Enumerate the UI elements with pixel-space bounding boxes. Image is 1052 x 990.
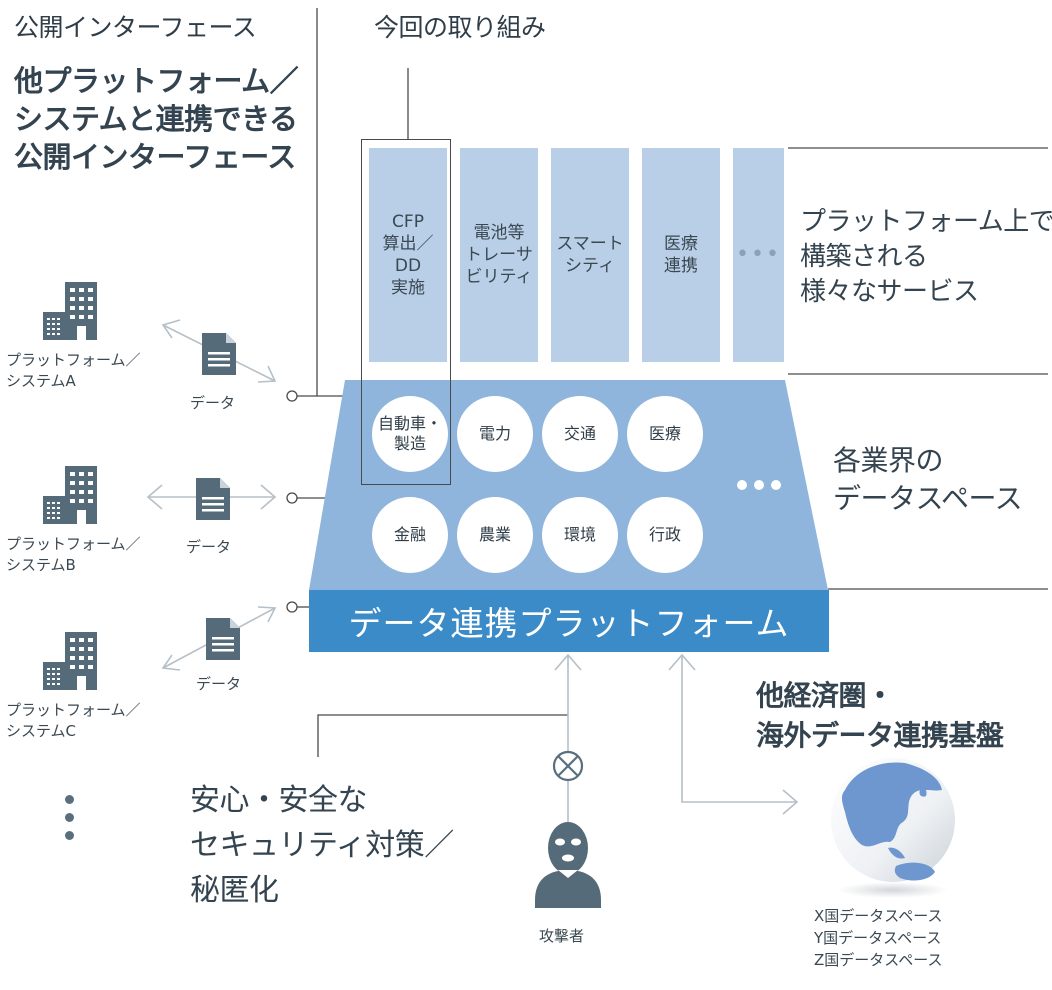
industry-power: 電力 [457,396,533,472]
industry-more-dots [737,480,781,490]
security-leader-line [317,714,568,757]
services-caption: プラットフォーム上で 構築される 様々なサービス [800,207,1052,307]
interface-port-b [286,492,298,504]
industry-transport: 交通 [542,396,618,472]
industries-caption: 各業界の データスペース [833,444,1023,515]
industry-government: 行政 [627,497,703,573]
service-more: ••• [733,148,784,362]
globe-icon [831,758,955,898]
building-icon [43,632,97,690]
more-dots: ••• [736,242,781,267]
service-medical: 医療 連携 [642,148,720,362]
masked-person-icon [535,822,601,908]
service-label: スマート シティ [556,234,624,276]
document-icon [196,478,230,520]
attacker-label: 攻撃者 [539,927,585,945]
service-label: 電池等 トレーサ ビリティ [465,223,533,287]
industry-automotive: 自動車・ 製造 [372,396,448,472]
industry-finance: 金融 [372,497,448,573]
overseas-dataspaces: X国データスペース Y国データスペース Z国データスペース [814,907,943,969]
data-label-c: データ [196,675,242,693]
attacker-arrow [554,653,582,828]
industry-medical: 医療 [627,396,703,472]
interface-port-c [286,601,298,613]
data-label-b: データ [186,538,232,556]
data-platform-label: データ連携プラットフォーム [348,604,790,643]
blocked-circle-x-icon [552,750,584,782]
industry-environment: 環境 [542,497,618,573]
service-label: CFP 算出／ DD 実施 [382,212,434,298]
public-interface-description: 他プラットフォーム／ システムと連携できる 公開インターフェース [14,64,299,174]
more-systems-dots [65,795,74,849]
document-icon [202,333,236,375]
document-icon [206,618,240,660]
data-platform-bar: データ連携プラットフォーム [309,590,829,652]
building-icon [43,282,97,340]
initiative-heading: 今回の取り組み [374,13,546,42]
building-icon [43,466,97,524]
system-c-label: プラットフォーム／ システムC [6,701,141,740]
security-caption: 安心・安全な セキュリティ対策／ 秘匿化 [190,783,454,908]
data-label-a: データ [190,394,236,412]
industry-agriculture: 農業 [457,497,533,573]
public-interface-heading: 公開インターフェース [14,13,257,42]
service-smart-city: スマート シティ [551,148,629,362]
system-b-label: プラットフォーム／ システムB [6,535,141,574]
overseas-caption: 他経済圏・ 海外データ連携基盤 [756,679,1004,752]
service-label: 医療 連携 [664,234,698,276]
interface-port-a [286,390,298,402]
overseas-arrow [668,653,799,815]
service-battery-traceability: 電池等 トレーサ ビリティ [460,148,538,362]
initiative-highlight-frame [361,139,451,485]
service-cfp: CFP 算出／ DD 実施 [369,148,447,362]
system-a-label: プラットフォーム／ システムA [6,351,141,390]
